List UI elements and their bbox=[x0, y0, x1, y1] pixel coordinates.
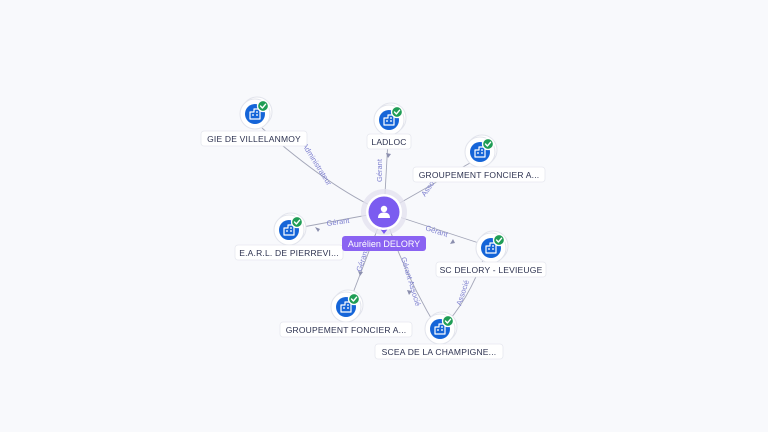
edge-arrow bbox=[358, 271, 363, 276]
company-name: LADLOC bbox=[371, 137, 406, 147]
company-node-gie[interactable] bbox=[239, 96, 273, 130]
check-icon bbox=[481, 137, 495, 151]
building-icon bbox=[283, 224, 295, 236]
company-name: SC DELORY - LEVIEUGE bbox=[440, 265, 543, 275]
company-name: E.A.R.L. DE PIERREVI... bbox=[239, 248, 339, 258]
check-icon bbox=[441, 314, 455, 328]
company-label-gf1[interactable]: GROUPEMENT FONCIER A... bbox=[412, 166, 546, 183]
edge-label-gerant-associe: Gérant Associé bbox=[399, 256, 422, 307]
company-label-gie[interactable]: GIE DE VILLELANMOY bbox=[200, 130, 308, 147]
company-name: SCEA DE LA CHAMPIGNE... bbox=[382, 347, 497, 357]
company-label-ladloc[interactable]: LADLOC bbox=[366, 133, 412, 150]
company-node-gf1[interactable] bbox=[464, 134, 498, 168]
check-icon bbox=[290, 215, 304, 229]
edge-label-gerant: Gérant bbox=[375, 158, 384, 182]
edge-label-administrateur: Administrateur bbox=[300, 141, 334, 187]
check-icon bbox=[492, 233, 506, 247]
company-name: GIE DE VILLELANMOY bbox=[207, 134, 301, 144]
edge-label-associe: Associé bbox=[454, 279, 471, 307]
building-icon bbox=[474, 146, 486, 158]
edge-arrow bbox=[450, 239, 455, 244]
check-icon bbox=[347, 292, 361, 306]
building-icon bbox=[249, 108, 261, 120]
building-icon bbox=[434, 323, 446, 335]
building-icon bbox=[383, 114, 395, 126]
edge-arrow bbox=[315, 227, 320, 232]
building-icon bbox=[485, 242, 497, 254]
person-label[interactable]: Aurélien DELORY bbox=[342, 236, 426, 251]
company-name: GROUPEMENT FONCIER A... bbox=[286, 325, 407, 335]
edge-label-gerant: Gérant bbox=[326, 216, 351, 228]
check-icon bbox=[390, 105, 404, 119]
person-icon bbox=[378, 205, 390, 218]
check-icon bbox=[256, 99, 270, 113]
company-node-ladloc[interactable] bbox=[373, 102, 407, 136]
company-node-sc[interactable] bbox=[475, 230, 509, 264]
person-name: Aurélien DELORY bbox=[348, 239, 420, 249]
edge-arrow bbox=[407, 290, 412, 295]
person-node[interactable] bbox=[361, 189, 407, 235]
company-name: GROUPEMENT FONCIER A... bbox=[419, 170, 540, 180]
company-node-earl[interactable] bbox=[273, 212, 307, 246]
company-node-gf2[interactable] bbox=[330, 289, 364, 323]
company-label-scea[interactable]: SCEA DE LA CHAMPIGNE... bbox=[374, 343, 504, 360]
company-node-scea[interactable] bbox=[424, 311, 458, 345]
company-label-sc[interactable]: SC DELORY - LEVIEUGE bbox=[435, 261, 547, 278]
building-icon bbox=[340, 301, 352, 313]
company-label-gf2[interactable]: GROUPEMENT FONCIER A... bbox=[279, 321, 413, 338]
edge-arrow bbox=[386, 153, 391, 158]
company-label-earl[interactable]: E.A.R.L. DE PIERREVI... bbox=[234, 244, 344, 261]
edge-label-gerant: Gérant bbox=[424, 223, 449, 239]
